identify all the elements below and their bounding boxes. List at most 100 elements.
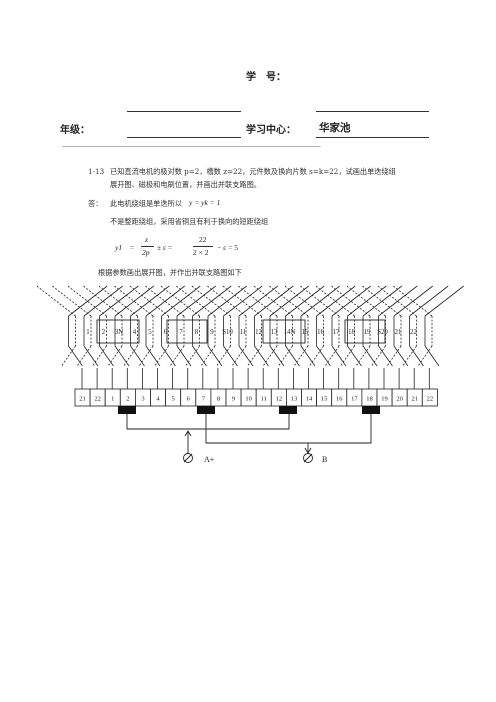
brush-plus-label: A+ [204,455,215,464]
formula-eq: = [130,243,135,252]
student-id-underline [316,111,429,112]
commutator-label: 21 [79,396,86,403]
commutator-label: 5 [172,396,175,403]
commutator-segment [225,388,242,407]
commutator-segment [361,388,378,407]
commutator-segment [104,388,121,407]
commutator-segment [119,388,136,407]
coil-end-top [331,285,371,317]
coil-end-top [300,285,340,317]
coil-end-top-dashed [346,285,386,317]
terminals [183,453,313,463]
coil-end-bottom-dashed [247,345,262,367]
commutator-segment [180,388,197,407]
coil-end-top-dashed [284,285,324,317]
coil-end-bottom [409,345,424,367]
pole-box-s2 [344,319,386,344]
coil-end-bottom [331,345,347,367]
brush-connections [126,414,372,454]
commutator-label: 22 [94,396,101,403]
coil-end-bottom-dashed [231,345,247,367]
coil-end-top-dashed [52,285,92,317]
brush-2 [197,406,215,414]
commutator-label: 1 [111,396,114,403]
coil-end-top-dashed [377,285,417,317]
coil-end-bottom [300,345,316,367]
center-underline [316,137,429,138]
commutator-label: 19 [381,396,388,403]
coil-end-top [254,285,294,317]
coil-end-top [393,285,433,317]
coil-end-top-dashed [129,285,169,317]
coil-end-top [161,285,201,317]
coil-end-top-dashed [191,285,231,317]
coil-end-bottom-dashed [169,345,185,367]
brush-1 [118,406,136,414]
pole-box-n2 [262,319,306,344]
coil-end-top-dashed [362,285,402,317]
coil-end-bottom-dashed [76,345,92,367]
coil-end-bottom-dashed [309,345,324,367]
coil-end-bottom-dashed [185,345,200,367]
slot-label: 14N [284,329,296,336]
commutator-label: 12 [276,396,283,403]
brush-4 [362,406,380,414]
commutator-label: 10 [245,396,252,403]
pole-box-s1 [166,319,208,344]
coil-end-top-dashed [145,285,185,317]
coil-end-top [114,285,154,317]
commutator-segment [165,388,182,407]
brushes [118,406,380,414]
formula-frac1-num: z [145,235,148,244]
coil-end-top [68,285,108,317]
coil-end-top [145,285,185,317]
student-id-label: 学 号： [246,72,286,83]
coil-end-bottom [347,345,362,367]
commutator-segment [391,388,408,407]
coil-end-top [424,285,464,317]
pole-boxes [96,319,386,344]
commutator-segment [331,388,348,407]
coil-end-top-dashed [300,285,340,317]
slot-label: 6 [164,329,168,336]
formula-frac1-bar [141,246,154,247]
commutator-segment [210,388,227,407]
coil-end-top [207,285,247,317]
coil-end-top-dashed [269,285,309,317]
terminal-a [183,453,193,463]
coil-end-bottom-dashed [417,345,433,367]
commutator-label: 11 [261,396,267,403]
brush-minus-label: B [322,455,327,464]
slot-label: 5 [148,329,152,336]
coil-end-top-dashed [331,285,371,317]
slot-label: 7 [179,329,183,336]
coil-end-bottom [83,345,99,367]
coil-end-bottom [130,345,145,367]
commutator-label: 17 [351,396,358,403]
coil-end-top [347,285,387,317]
coil-end-top [83,285,123,317]
pole-box-n1 [96,319,140,344]
coil-end-bottom-dashed [340,345,355,367]
problem-text-line1: 已知直流电机的极对数 p=2，槽数 z=22，元件数及换向片数 s=k=22，试… [110,167,396,176]
coil-end-top [223,285,263,317]
commutator-segment [421,388,438,407]
commutator-label: 14 [306,396,313,403]
coil-end-bottom [114,345,130,367]
coil-end-top-dashed [393,285,433,317]
coil-end-bottom-dashed [262,345,278,367]
commutator-label: 13 [291,396,298,403]
commutator-segment [316,388,333,407]
coil-end-bottom-dashed [293,345,309,367]
commutator-label: 20 [396,396,403,403]
commutator-label: 6 [187,396,191,403]
slot-label: 19 [364,329,371,336]
commutator-label: 16 [336,396,343,403]
brush-3 [279,406,297,414]
commutator-segment [376,388,393,407]
slot-label: 1 [86,329,89,336]
formula-frac2-num: 22 [199,235,207,244]
coil-end-top [269,285,309,317]
coil-end-bottom [238,345,254,367]
